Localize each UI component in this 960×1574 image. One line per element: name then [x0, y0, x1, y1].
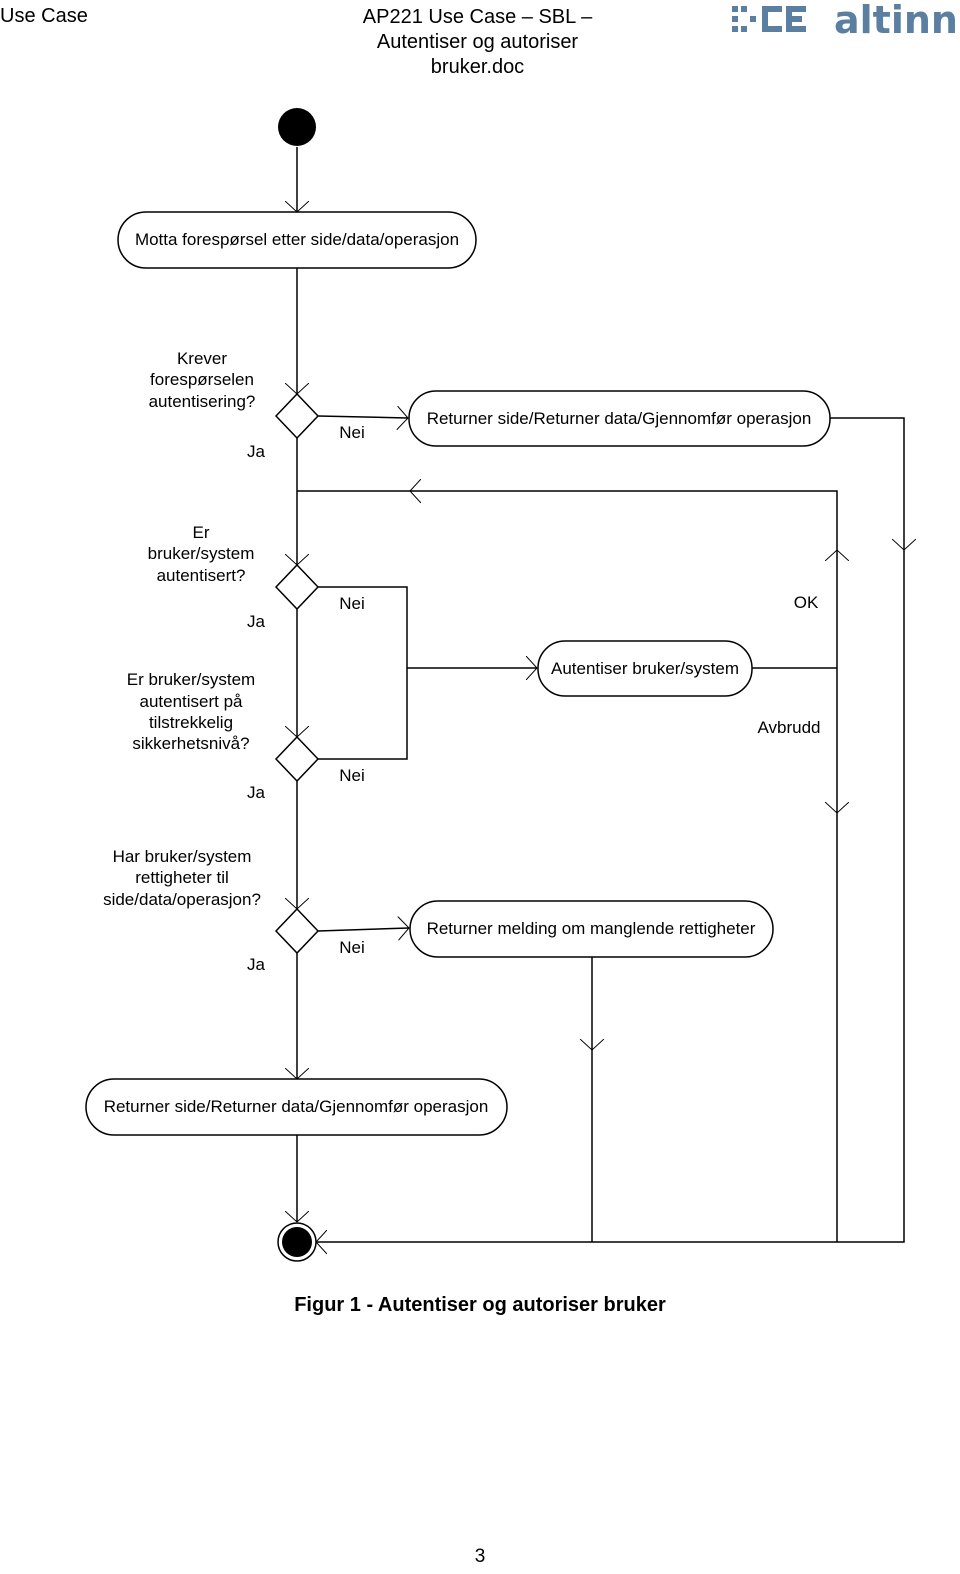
question-line: Har bruker/system	[113, 847, 252, 866]
header-title-line: AP221 Use Case – SBL –	[362, 6, 593, 28]
question-line: autentisert på	[139, 692, 243, 711]
guard-ja: Ja	[247, 442, 266, 461]
guard-nei: Nei	[339, 766, 365, 785]
activity-diagram: Motta forespørsel etter side/data/operas…	[85, 108, 960, 1262]
page-number: 3	[474, 1546, 486, 1567]
question-line: autentisering?	[149, 392, 256, 411]
activity-label: Returner side/Returner data/Gjennomfør o…	[104, 1097, 489, 1116]
activity-return-result-top: Returner side/Returner data/Gjennomfør o…	[408, 390, 831, 447]
activity-return-result-bottom: Returner side/Returner data/Gjennomfør o…	[85, 1078, 508, 1136]
edge-decision2-nei	[318, 586, 408, 668]
header-doc-title: AP221 Use Case – SBL – Autentiser og aut…	[330, 5, 625, 80]
altinn-logo: altinn	[732, 2, 956, 42]
guard-nei: Nei	[339, 938, 365, 957]
question-line: Krever	[177, 349, 227, 368]
decision-question: Er bruker/system autentisert?	[148, 523, 255, 585]
header-doc-type: Use Case	[0, 5, 88, 27]
activity-receive-request: Motta forespørsel etter side/data/operas…	[117, 211, 477, 269]
question-line: tilstrekkelig	[149, 713, 233, 732]
flow-edges	[297, 147, 904, 1242]
activity-label: Returner melding om manglende rettighete…	[427, 919, 756, 938]
decision-question: Har bruker/system rettigheter til side/d…	[103, 847, 261, 909]
question-line: autentisert?	[157, 566, 246, 585]
question-line: rettigheter til	[135, 868, 229, 887]
question-line: forespørselen	[150, 370, 254, 389]
question-line: side/data/operasjon?	[103, 890, 261, 909]
edge-return-to-final	[316, 550, 905, 1242]
decision-diamond	[274, 735, 320, 783]
activity-missing-rights: Returner melding om manglende rettighete…	[409, 900, 774, 958]
decision-diamond	[274, 392, 320, 440]
decision-nodes	[274, 392, 320, 955]
activity-label: Autentiser bruker/system	[551, 659, 739, 678]
guard-ok: OK	[794, 593, 819, 612]
initial-node	[278, 108, 316, 146]
guard-nei: Nei	[339, 594, 365, 613]
edge-decision4-nei	[317, 928, 409, 931]
altinn-logo-mark	[732, 6, 806, 32]
final-node	[277, 1222, 317, 1262]
edge-ok-merge	[410, 491, 838, 550]
question-line: bruker/system	[148, 544, 255, 563]
guard-avbrudd: Avbrudd	[757, 718, 820, 737]
edge-decision1-nei	[317, 416, 408, 418]
guard-nei: Nei	[339, 423, 365, 442]
figure-caption: Figur 1 - Autentiser og autoriser bruker	[294, 1294, 666, 1316]
guard-ja: Ja	[247, 612, 266, 631]
header-title-line: bruker.doc	[430, 56, 525, 78]
question-line: Er bruker/system	[127, 670, 255, 689]
activity-label: Returner side/Returner data/Gjennomfør o…	[427, 409, 812, 428]
edge-decision3-nei	[318, 668, 408, 760]
decision-question: Krever forespørselen autentisering?	[149, 349, 256, 411]
decision-diamond	[274, 907, 320, 955]
decision-question: Er bruker/system autentisert på tilstrek…	[127, 670, 255, 753]
decision-diamond	[274, 563, 320, 611]
header-title-line: Autentiser og autoriser	[376, 31, 579, 53]
activity-label: Motta forespørsel etter side/data/operas…	[135, 230, 459, 249]
activity-authenticate: Autentiser bruker/system	[537, 640, 753, 697]
edge-return-down	[830, 417, 904, 550]
question-line: Er	[193, 523, 210, 542]
altinn-logo-text: altinn	[834, 2, 956, 42]
question-line: sikkerhetsnivå?	[132, 734, 249, 753]
guard-ja: Ja	[247, 783, 266, 802]
guard-ja: Ja	[247, 955, 266, 974]
